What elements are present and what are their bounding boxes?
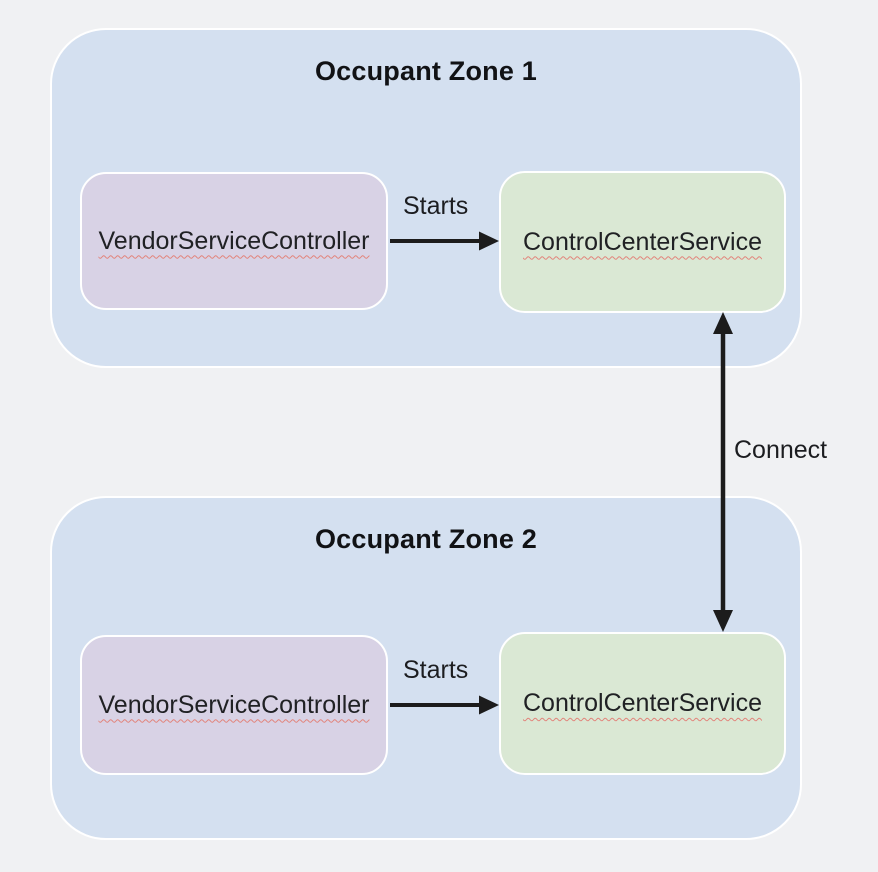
starts-edge-label-zone1: Starts (403, 192, 469, 220)
control-center-service-label: ControlCenterService (523, 227, 762, 256)
control-center-service-node-zone1: ControlCenterService (499, 171, 786, 313)
vendor-service-controller-node-zone1: VendorServiceController (80, 172, 388, 310)
zone-1-title: Occupant Zone 1 (314, 56, 538, 86)
control-center-service-label: ControlCenterService (523, 689, 762, 717)
vendor-service-controller-label: VendorServiceController (98, 690, 370, 719)
vendor-service-controller-node-zone2: VendorServiceController (80, 635, 388, 775)
zone-2-title: Occupant Zone 2 (314, 524, 538, 554)
connect-edge-label: Connect (734, 436, 828, 464)
control-center-service-node-zone2: ControlCenterService (499, 632, 786, 775)
vendor-service-controller-label: VendorServiceController (98, 226, 370, 255)
starts-edge-label-zone2: Starts (403, 656, 469, 684)
